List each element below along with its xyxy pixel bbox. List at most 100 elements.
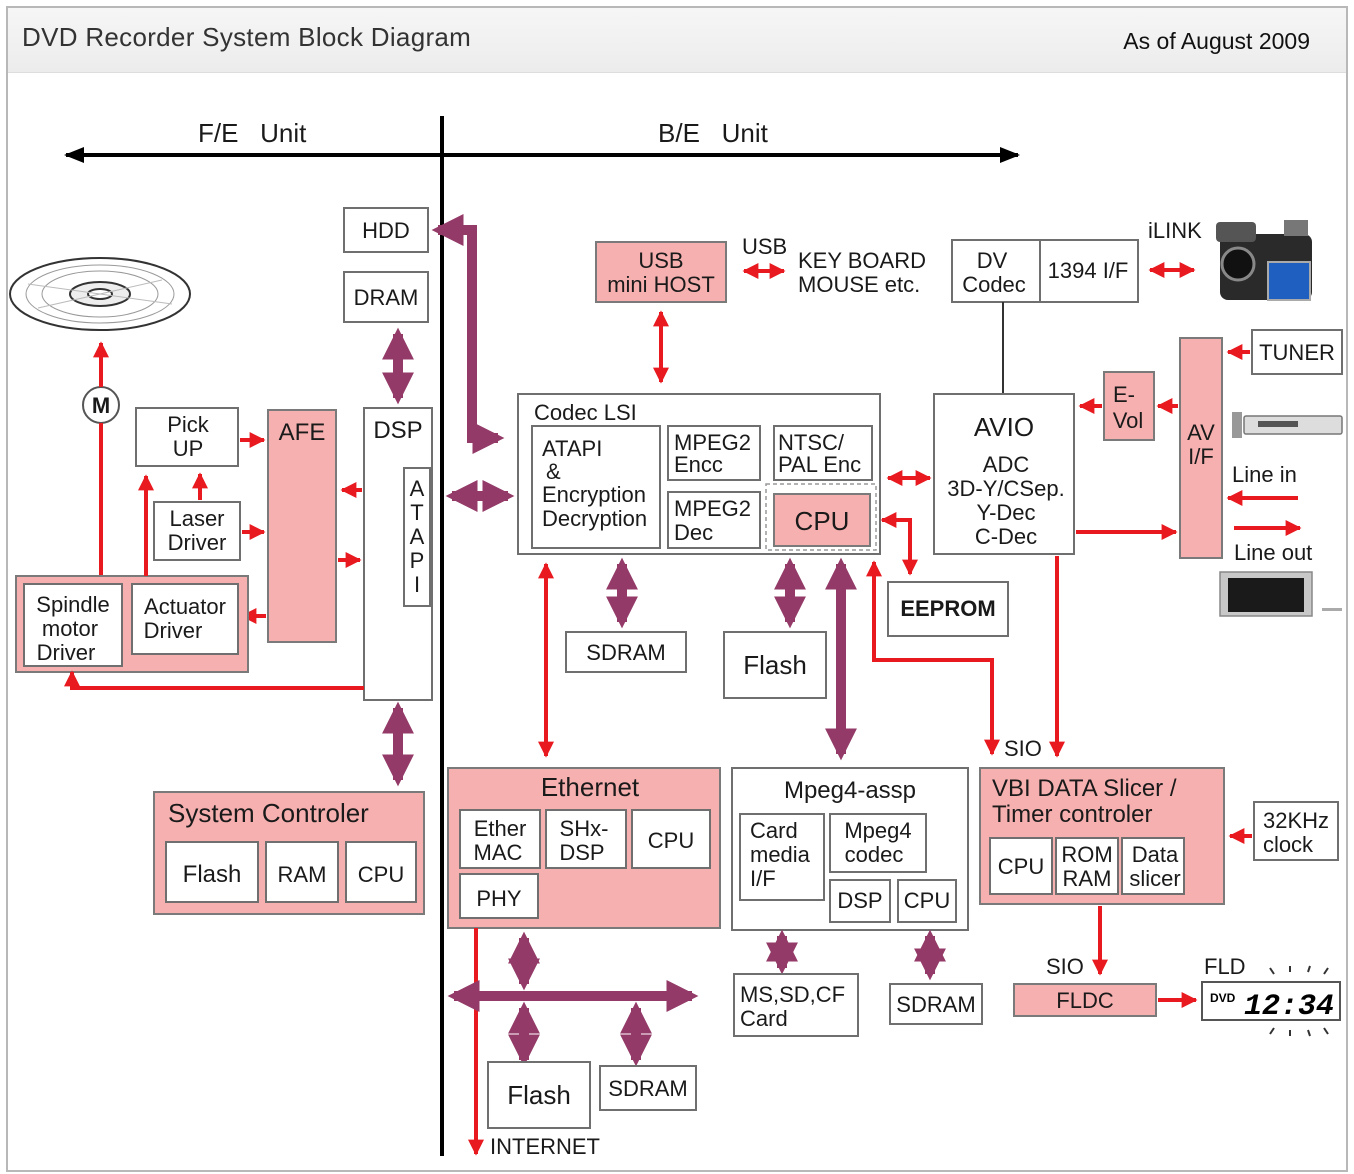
hdd-block — [343, 207, 429, 253]
card-media-if-block — [739, 813, 825, 901]
data-slicer-label-2: slicer — [1129, 866, 1180, 891]
card-if-label-2: media — [750, 842, 811, 867]
usb-host-label-2: mini HOST — [607, 272, 715, 297]
data-slicer-block — [1121, 837, 1185, 895]
vbi-title-2: Timer controler — [992, 801, 1152, 828]
atapi-enc-label-2: & — [546, 459, 561, 484]
dvd-disc-icon — [9, 257, 191, 331]
codec-flash-block — [723, 631, 827, 699]
evol-label-2: Vol — [1113, 408, 1144, 433]
line-out-label: Line out — [1234, 540, 1312, 565]
atapi-char-1: A — [410, 476, 425, 501]
system-controller-title: System Controler — [168, 798, 369, 828]
clock-block — [1253, 801, 1339, 861]
actuator-label-1: Actuator — [144, 594, 226, 619]
vcr-device-icon — [1232, 412, 1343, 438]
codec-sdram-label: SDRAM — [586, 640, 665, 665]
mpeg4-codec-label-2: codec — [845, 842, 904, 867]
mpeg4-sdram-block — [889, 983, 983, 1025]
be-unit-label: B/E Unit — [658, 118, 769, 148]
eeprom-label: EEPROM — [900, 596, 995, 621]
vbi-rom-ram-block — [1055, 837, 1119, 895]
mpeg4-cpu-label: CPU — [904, 888, 950, 913]
vbi-cpu-label: CPU — [998, 854, 1044, 879]
sc-flash-label: Flash — [183, 861, 242, 888]
mpeg2-dec-block — [667, 491, 761, 549]
ethernet-cpu-block — [631, 809, 711, 869]
usb-host-block — [595, 241, 727, 303]
block-diagram: F/E Unit B/E Unit M Pick UP Laser Driver… — [9, 116, 1343, 1159]
evol-label-1: E- — [1113, 382, 1135, 407]
dram-label: DRAM — [354, 285, 419, 310]
card-if-label-1: Card — [750, 818, 798, 843]
spindle-label-2: motor — [42, 616, 98, 641]
avio-line-2: 3D-Y/CSep. — [947, 476, 1064, 501]
date-note: As of August 2009 — [1123, 28, 1310, 54]
atapi-char-4: P — [410, 548, 425, 573]
mpeg2-enc-block — [667, 425, 761, 481]
mpeg4-codec-block — [829, 813, 927, 873]
vbi-cpu-block — [989, 837, 1053, 895]
vbi-title-1: VBI DATA Slicer / — [992, 775, 1177, 802]
ethernet-flash-block — [487, 1061, 591, 1129]
ethernet-flash-label: Flash — [507, 1080, 571, 1110]
actuator-label-2: Driver — [144, 618, 203, 643]
pickup-label-2: UP — [173, 436, 204, 461]
fld-time: 12:34 — [1244, 990, 1334, 1024]
sc-cpu-block — [345, 841, 417, 903]
avio-title: AVIO — [974, 412, 1034, 442]
evol-block — [1103, 371, 1155, 441]
atapi-enc-label-3: Encryption — [542, 482, 646, 507]
atapi-enc-label-4: Decryption — [542, 506, 647, 531]
laser-driver-label-1: Laser — [169, 506, 224, 531]
tuner-label: TUNER — [1259, 340, 1335, 365]
shx-dsp-label-2: DSP — [559, 840, 604, 865]
ntsc-label-1: NTSC/ — [778, 430, 845, 455]
i1394-label: 1394 I/F — [1048, 258, 1129, 283]
spindle-label-3: Driver — [37, 640, 96, 665]
fld-label: FLD — [1204, 954, 1246, 979]
atapi-enc-label-1: ATAPI — [542, 436, 602, 461]
av-if-label-1: AV — [1187, 420, 1215, 445]
hdd-label: HDD — [362, 218, 410, 243]
ntsc-label-2: PAL Enc — [778, 452, 861, 477]
avio-block — [933, 393, 1075, 555]
codec-cpu-block — [773, 493, 871, 547]
fld-prefix: DVD — [1210, 991, 1236, 1005]
mpeg4-codec-label-1: Mpeg4 — [844, 818, 911, 843]
afe-block — [267, 409, 337, 643]
fe-unit-label: F/E Unit — [198, 118, 307, 148]
ether-mac-block — [459, 809, 541, 869]
dv-1394-block — [951, 239, 1139, 303]
dv-codec-label-2: Codec — [962, 272, 1026, 297]
ethernet-sdram-block — [599, 1065, 697, 1111]
spindle-driver-block — [23, 583, 123, 667]
phy-block — [459, 873, 539, 919]
atapi-char-3: A — [410, 524, 425, 549]
vbi-rom-label: ROM — [1061, 842, 1112, 867]
sc-flash-block — [165, 841, 259, 903]
fldc-label: FLDC — [1056, 988, 1114, 1013]
vbi-ram-label: RAM — [1063, 866, 1112, 891]
avio-line-1: ADC — [983, 452, 1030, 477]
pickup-block — [135, 407, 239, 467]
laser-driver-block — [153, 501, 241, 561]
line-in-label: Line in — [1232, 462, 1297, 487]
atapi-encryption-block — [531, 425, 661, 549]
atapi-char-5: I — [414, 572, 420, 597]
dram-block — [343, 271, 429, 323]
atapi-port-block — [403, 467, 431, 607]
keyboard-label-2: MOUSE etc. — [798, 272, 920, 297]
header-bar: DVD Recorder System Block Diagram As of … — [8, 8, 1346, 73]
mpeg4-dsp-label: DSP — [837, 888, 882, 913]
fldc-block — [1013, 983, 1157, 1017]
sio-label-2: SIO — [1046, 954, 1084, 979]
page-title: DVD Recorder System Block Diagram — [22, 22, 472, 52]
camcorder-icon — [1216, 220, 1312, 301]
actuator-driver-block — [131, 583, 239, 655]
ether-mac-label-2: MAC — [474, 840, 523, 865]
sio-label-1: SIO — [1004, 736, 1042, 761]
mpeg4-cpu-block — [897, 879, 957, 923]
phy-label: PHY — [476, 886, 522, 911]
dv-codec-label-1: DV — [977, 248, 1008, 273]
